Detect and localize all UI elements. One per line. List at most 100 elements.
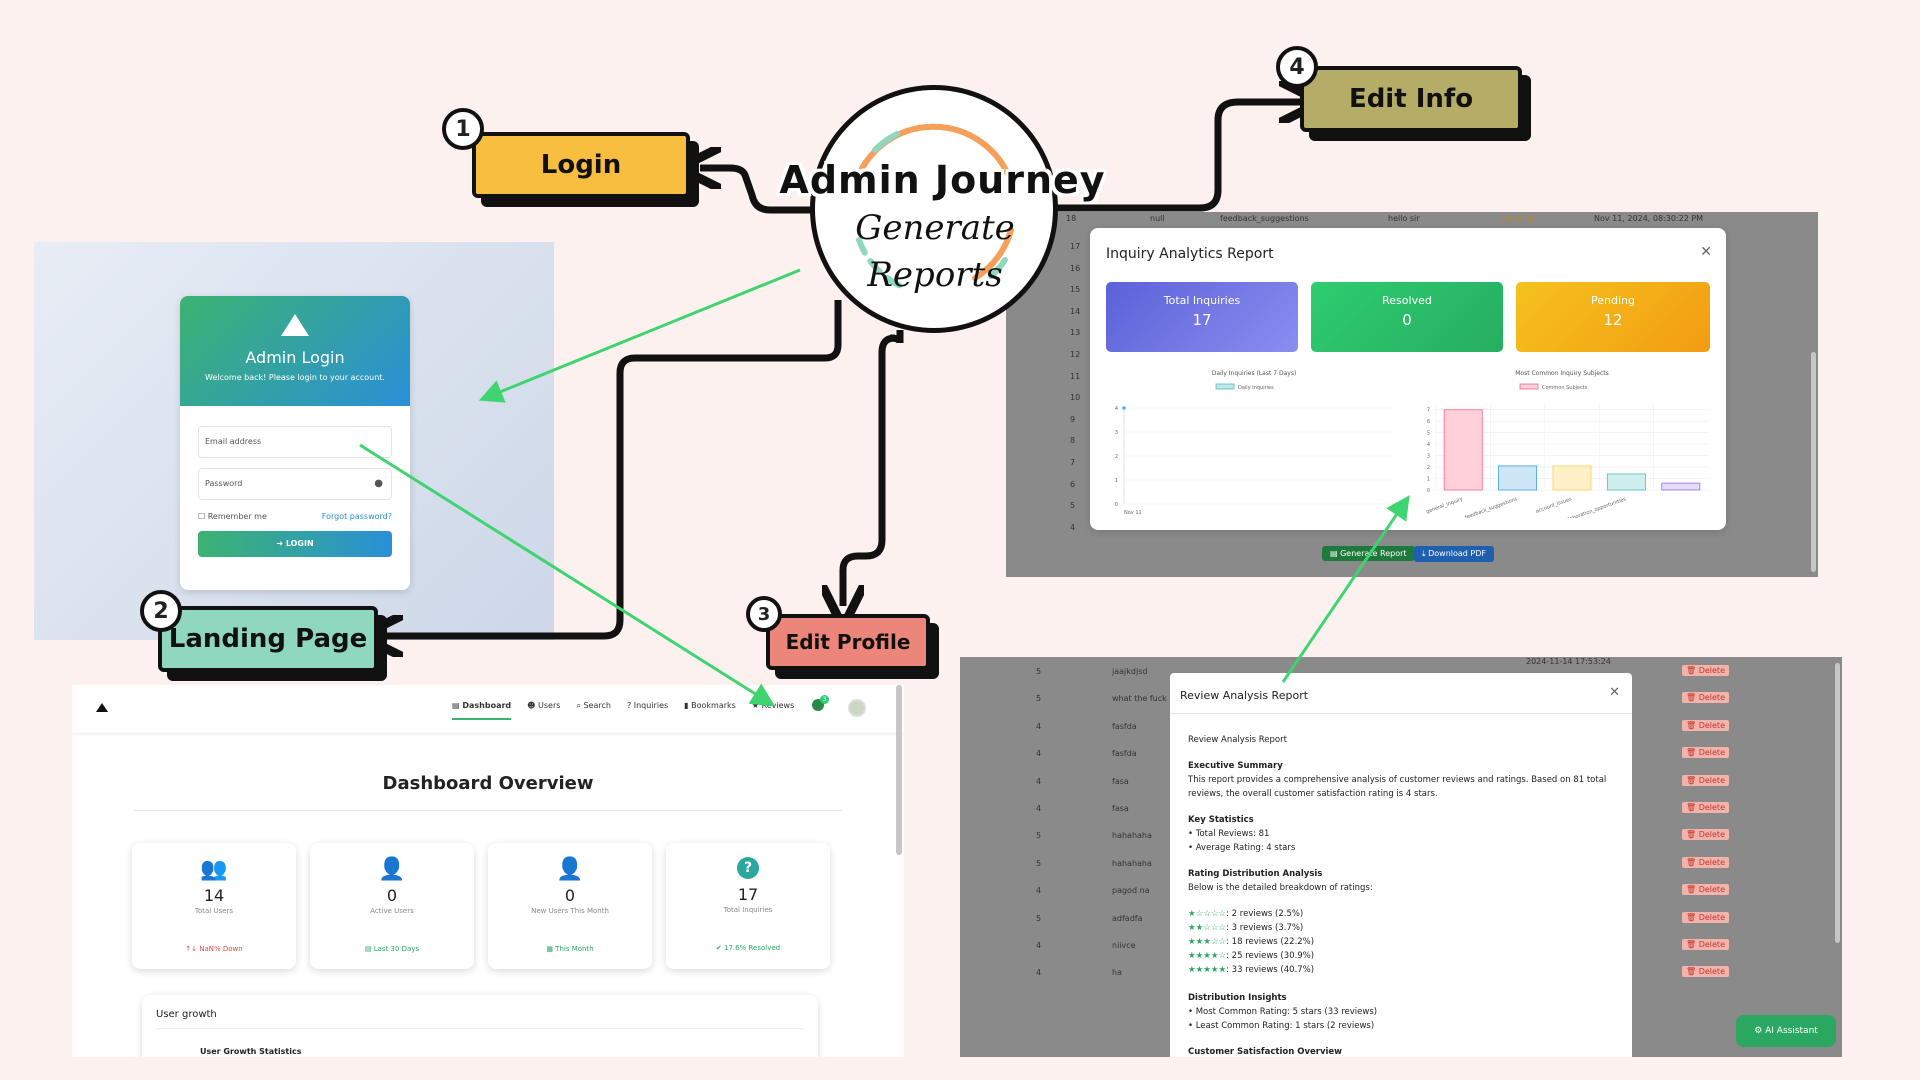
row-comment: pagod na [1112,886,1150,896]
remember-checkbox[interactable]: ☐ Remember me [198,512,267,521]
step-edit-profile-tag: Edit Profile [766,614,930,670]
stat-card-new-users: 👤 0 New Users This Month ▦ This Month [488,843,652,969]
download-pdf-button[interactable]: ⤓ Download PDF [1414,546,1494,562]
delete-button[interactable]: 🗑 Delete [1682,939,1729,950]
bg-row-date: Nov 11, 2024, 08:30:22 PM [1594,214,1704,223]
avatar[interactable] [848,699,866,717]
legend-swatch [1215,383,1235,390]
stat-label: New Users This Month [531,907,609,915]
chart1-title: Daily Inquiries (Last 7 Days) [1211,370,1297,377]
nav-users[interactable]: ☻ Users [527,701,561,710]
generate-report-button[interactable]: ▤ Generate Report [1322,546,1415,561]
delete-button[interactable]: 🗑 Delete [1682,884,1729,896]
green-arrow-reviews [359,443,776,707]
distribution-item: ★★★☆☆: 18 reviews (22.2%) [1188,935,1608,949]
row-comment: hahahaha [1112,831,1152,841]
row-rating: 5 [1036,667,1042,676]
bar [1552,465,1592,491]
delete-button[interactable]: 🗑 Delete [1682,802,1729,813]
forgot-password-link[interactable]: Forgot password? [321,512,392,521]
delete-button[interactable]: 🗑 Delete [1682,966,1729,978]
legend-swatch [1519,383,1539,390]
ai-assistant-button[interactable]: ⚙ AI Assistant [1736,1015,1836,1047]
distribution-item: ★☆☆☆☆: 2 reviews (2.5%) [1188,907,1608,921]
y-tick-label: 4 [1427,442,1430,448]
user-plus-icon: 👤 [556,857,584,882]
delete-button[interactable]: 🗑 Delete [1682,829,1729,841]
step-landing-label: Landing Page [168,624,368,654]
delete-button[interactable]: 🗑 Delete [1682,774,1729,786]
bg-row-id: 7 [1070,457,1076,467]
password-placeholder: Password [205,479,243,488]
remember-label: Remember me [207,512,267,521]
delete-button[interactable]: 🗑 Delete [1682,692,1729,704]
login-button[interactable]: ➔ LOGIN [198,531,392,557]
insight-item: • Most Common Rating: 5 stars (33 review… [1188,1007,1378,1017]
nav-bookmarks-label: Bookmarks [691,701,736,710]
row-comment: ha [1112,968,1122,978]
y-tick-label: 1 [1427,477,1430,483]
card-value: 0 [1402,311,1412,329]
row-rating: 4 [1036,804,1042,813]
login-options: ☐ Remember me Forgot password? [198,512,392,521]
delete-button[interactable]: 🗑 Delete [1682,856,1729,868]
bg-row-id: 4 [1070,522,1076,532]
stat-label: Total Users [194,907,234,915]
nav-inquiries[interactable]: ? Inquiries [626,701,669,710]
bg-row-id: 11 [1070,371,1081,381]
legend-label: Common Subjects [1542,385,1588,391]
bg-row-message: hello sir [1388,214,1420,223]
delete-button[interactable]: 🗑 Delete [1682,719,1729,731]
login-subtitle: Welcome back! Please login to your accou… [205,373,385,382]
nav-search[interactable]: ⌕ Search [576,701,611,710]
stat-card-total-inquiries: ? 17 Total Inquiries ✔ 17.6% Resolved [666,843,830,969]
review-report-modal: Review Analysis Report ✕ Review Analysis… [1170,673,1632,1057]
card-value: 12 [1603,311,1623,329]
inquiry-scrollbar[interactable] [1811,352,1816,572]
bar [1606,473,1646,491]
email-field[interactable]: Email address [198,426,392,458]
row-comment: what the fuck [1112,694,1167,704]
data-point [1122,406,1126,410]
insights-title: Distribution Insights [1188,993,1287,1003]
exec-summary-text: This report provides a comprehensive ana… [1188,775,1607,799]
star-rating-icon: ★★★★★ [1188,965,1227,975]
password-field[interactable]: Password ● [198,468,392,500]
delete-button[interactable]: 🗑 Delete [1682,665,1729,676]
nav-dashboard[interactable]: ▤ Dashboard [452,701,512,720]
y-tick-label: 6 [1427,419,1430,425]
user-growth-title: User growth [156,1009,217,1020]
stat-label: Total Inquiries [723,906,773,914]
overview-title: Customer Satisfaction Overview [1188,1047,1343,1057]
y-tick-label: 2 [1115,454,1118,460]
eye-icon[interactable]: ● [374,478,383,489]
distribution-text: : 25 reviews (30.9%) [1226,951,1315,961]
review-scrollbar[interactable] [1835,663,1840,943]
nav-dashboard-label: Dashboard [462,701,512,710]
bg-row-id: 9 [1070,414,1076,424]
dashboard-scrollbar[interactable] [896,685,902,855]
delete-button[interactable]: 🗑 Delete [1682,911,1729,923]
bg-row-id: 8 [1070,436,1076,446]
card-label: Total Inquiries [1163,294,1241,307]
distribution-item: ★★★★☆: 25 reviews (30.9%) [1188,949,1608,963]
login-card: Admin Login Welcome back! Please login t… [180,296,410,590]
bar [1443,409,1483,491]
star-rating-icon: ★☆☆☆☆ [1188,909,1227,919]
nav-bookmarks[interactable]: ▮ Bookmarks [684,701,736,710]
close-icon[interactable]: ✕ [1700,244,1712,260]
mountain-logo-icon[interactable] [96,703,108,712]
bg-row-user: null [1150,214,1165,223]
row-rating: 5 [1036,694,1042,704]
page-title: Dashboard Overview [382,773,594,794]
close-icon[interactable]: ✕ [1609,685,1620,700]
delete-button[interactable]: 🗑 Delete [1682,747,1729,759]
green-arrow-report [1281,495,1410,683]
key-stats-title: Key Statistics [1188,815,1254,825]
